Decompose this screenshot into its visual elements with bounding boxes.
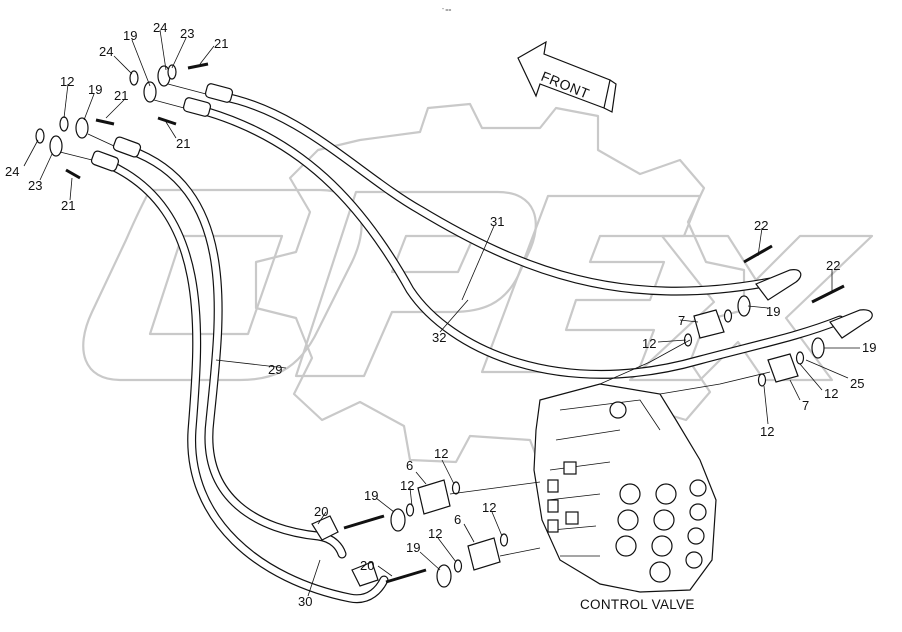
hose-end-fitting <box>112 136 142 158</box>
hose-end-fitting <box>182 97 212 117</box>
hose-end-fitting <box>351 561 379 587</box>
elbow-fitting <box>829 309 873 339</box>
hose-32 <box>203 107 845 379</box>
part-label: 24 <box>99 44 113 59</box>
part-label: 7 <box>802 398 809 413</box>
part-label: 12 <box>60 74 74 89</box>
part-label: 21 <box>114 88 128 103</box>
part-label: 19 <box>88 82 102 97</box>
bolt-22 <box>811 284 845 304</box>
part-label: 19 <box>862 340 876 355</box>
part-label: 25 <box>850 376 864 391</box>
flange-19 <box>436 564 452 588</box>
part-label: 21 <box>61 198 75 213</box>
part-label: 21 <box>176 136 190 151</box>
part-label: 12 <box>434 446 448 461</box>
part-label: 6 <box>406 458 413 473</box>
o-ring-24 <box>35 128 45 144</box>
part-label: 24 <box>153 20 167 35</box>
part-label: 12 <box>400 478 414 493</box>
part-label: 7 <box>678 313 685 328</box>
watermark-letter-o <box>82 188 363 382</box>
part-label: 12 <box>760 424 774 439</box>
o-ring-12 <box>405 503 415 517</box>
elbow-fitting <box>755 269 802 301</box>
hose-end-fitting <box>90 150 120 172</box>
o-ring-12 <box>59 116 69 132</box>
o-ring-24 <box>129 70 139 86</box>
o-ring-12 <box>757 373 767 387</box>
part-label: 12 <box>642 336 656 351</box>
o-ring-12 <box>723 309 733 323</box>
bolt-20 <box>343 514 385 530</box>
part-label: 31 <box>490 214 504 229</box>
front-arrow: FRONT <box>517 40 617 113</box>
o-ring-24 <box>167 64 177 80</box>
part-label: 20 <box>314 504 328 519</box>
part-label: 21 <box>214 36 228 51</box>
part-label: 23 <box>180 26 194 41</box>
part-label: 22 <box>754 218 768 233</box>
o-ring-25 <box>795 351 805 365</box>
part-label: 32 <box>432 330 446 345</box>
lower-fittings <box>311 479 509 588</box>
part-label: 12 <box>428 526 442 541</box>
hose-end-fitting <box>311 515 339 541</box>
flange-23 <box>49 135 63 157</box>
adapter-block-6 <box>467 537 501 571</box>
bolts-21 <box>65 62 209 180</box>
part-label: 12 <box>824 386 838 401</box>
o-ring-12 <box>451 481 461 495</box>
valve-spool-caps <box>547 401 707 583</box>
front-arrow-shape <box>517 40 611 109</box>
control-valve: CONTROL VALVE <box>533 383 717 612</box>
connector-tubes <box>59 83 207 161</box>
adapter-block-6 <box>417 479 451 515</box>
flange-19 <box>143 81 157 103</box>
part-label: 22 <box>826 258 840 273</box>
part-number-labels: 24 19 23 21 24 12 19 21 21 24 23 21 31 3… <box>5 20 876 609</box>
adapter-block-7 <box>693 309 725 339</box>
control-valve-caption: CONTROL VALVE <box>580 597 695 612</box>
o-ring-12 <box>499 533 509 547</box>
part-label: 30 <box>298 594 312 609</box>
valve-section-lines <box>547 399 661 557</box>
right-fittings <box>683 244 873 387</box>
hose-31 <box>215 91 775 296</box>
flange-19 <box>811 337 825 359</box>
flange-19 <box>390 508 406 532</box>
header-mark: ‘’ == <box>442 8 451 14</box>
hose-end-fitting <box>204 83 234 103</box>
part-label: 12 <box>482 500 496 515</box>
part-label: 23 <box>28 178 42 193</box>
part-label: 6 <box>454 512 461 527</box>
part-label: 29 <box>268 362 282 377</box>
part-label: 19 <box>766 304 780 319</box>
leader-lines <box>23 29 860 597</box>
adapter-block-7 <box>767 353 799 383</box>
front-arrow-shadow <box>603 79 617 113</box>
bolt-20 <box>385 568 427 584</box>
upper-left-fittings <box>35 62 234 180</box>
o-ring-12 <box>453 559 463 573</box>
part-label: 24 <box>5 164 19 179</box>
valve-port-lines <box>449 339 771 557</box>
part-label: 19 <box>123 28 137 43</box>
part-label: 20 <box>360 558 374 573</box>
flange-19 <box>75 117 89 139</box>
hose-30 <box>103 159 389 604</box>
part-label: 19 <box>364 488 378 503</box>
part-label: 19 <box>406 540 420 555</box>
